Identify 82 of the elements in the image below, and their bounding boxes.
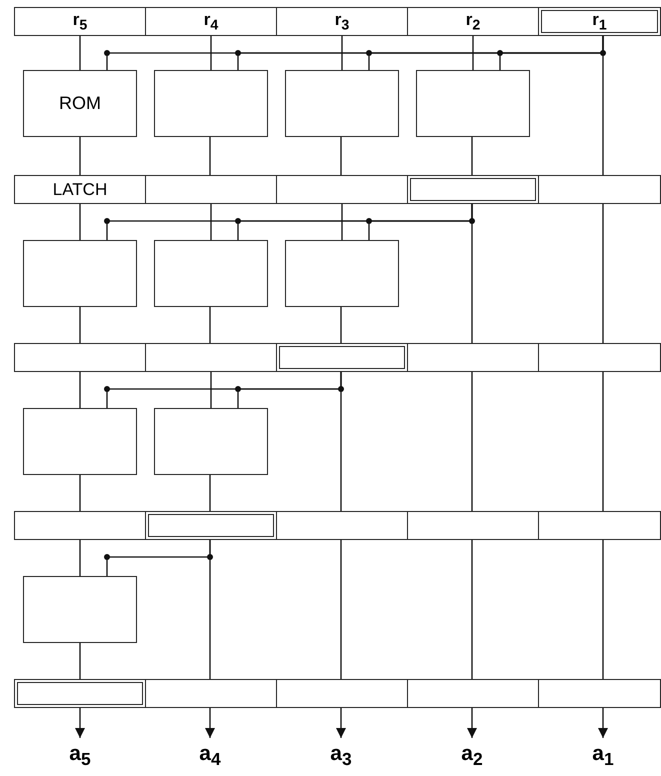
signal-line bbox=[79, 643, 81, 679]
signal-line bbox=[210, 204, 212, 240]
signal-line bbox=[79, 372, 81, 408]
latch-cell bbox=[407, 7, 539, 36]
latch-cell bbox=[276, 679, 408, 708]
signal-line bbox=[79, 36, 81, 70]
register-label: r$_{2}$ bbox=[466, 10, 480, 34]
latch-cell bbox=[538, 343, 661, 372]
signal-line bbox=[341, 36, 343, 70]
arrow bbox=[75, 708, 85, 738]
signal-line bbox=[79, 137, 81, 175]
rom-label: ROM bbox=[59, 93, 101, 114]
signal-line bbox=[79, 307, 81, 343]
latch-cell bbox=[276, 175, 408, 204]
latch-cell bbox=[14, 175, 146, 204]
signal-line bbox=[471, 540, 473, 679]
signal-line bbox=[210, 36, 212, 70]
rom-box bbox=[154, 408, 268, 475]
bus-line bbox=[237, 372, 342, 408]
latch-cell bbox=[14, 343, 146, 372]
latch-cell bbox=[145, 679, 277, 708]
signal-line bbox=[210, 372, 212, 408]
signal-line bbox=[472, 36, 474, 70]
output-label: a$_{5}$ bbox=[69, 742, 91, 770]
latch-cell bbox=[276, 343, 408, 372]
latch-cell bbox=[145, 343, 277, 372]
register-label: r$_{3}$ bbox=[334, 10, 350, 34]
register-label: r$_{5}$ bbox=[72, 10, 88, 34]
latch-cell bbox=[407, 511, 539, 540]
output-label: a$_{3}$ bbox=[330, 742, 352, 770]
latch-cell bbox=[538, 511, 661, 540]
rom-box bbox=[154, 240, 268, 307]
latch-cell bbox=[14, 511, 146, 540]
latch-cell bbox=[407, 679, 539, 708]
latch-cell bbox=[14, 7, 146, 36]
signal-line bbox=[341, 204, 343, 240]
rom-box bbox=[23, 70, 137, 137]
latch-cell bbox=[407, 175, 539, 204]
signal-line bbox=[471, 137, 473, 175]
bus-line bbox=[368, 204, 473, 240]
latch-label: LATCH bbox=[52, 180, 108, 200]
signal-line bbox=[209, 137, 211, 175]
rom-box bbox=[154, 70, 268, 137]
signal-line bbox=[602, 372, 604, 511]
arrow bbox=[598, 708, 608, 738]
latch-cell bbox=[276, 7, 408, 36]
latch-cell bbox=[145, 511, 277, 540]
output-label: a$_{1}$ bbox=[592, 742, 614, 770]
signal-line bbox=[79, 475, 81, 511]
signal-line bbox=[209, 307, 211, 343]
bus-line bbox=[499, 36, 604, 70]
rom-box bbox=[416, 70, 530, 137]
output-label: a$_{4}$ bbox=[199, 742, 221, 770]
rom-box bbox=[23, 240, 137, 307]
latch-cell bbox=[538, 679, 661, 708]
latch-cell bbox=[538, 175, 661, 204]
output-label: a$_{2}$ bbox=[461, 742, 483, 770]
bus-line bbox=[106, 540, 211, 576]
arrow bbox=[336, 708, 346, 738]
rom-box bbox=[23, 408, 137, 475]
rom-box bbox=[285, 240, 399, 307]
arrow bbox=[205, 708, 215, 738]
signal-line bbox=[602, 204, 604, 343]
latch-cell bbox=[538, 7, 661, 36]
signal-line bbox=[340, 307, 342, 343]
latch-cell bbox=[276, 511, 408, 540]
signal-line bbox=[471, 372, 473, 511]
signal-line bbox=[79, 204, 81, 240]
rom-box bbox=[23, 576, 137, 643]
latch-cell bbox=[407, 343, 539, 372]
register-label: r$_{4}$ bbox=[204, 10, 218, 34]
register-label: r$_{1}$ bbox=[592, 10, 607, 34]
signal-line bbox=[340, 137, 342, 175]
arrow bbox=[467, 708, 477, 738]
signal-line bbox=[209, 475, 211, 511]
latch-cell bbox=[145, 7, 277, 36]
rom-box bbox=[285, 70, 399, 137]
latch-cell bbox=[145, 175, 277, 204]
signal-line bbox=[79, 540, 81, 576]
signal-line bbox=[340, 540, 342, 679]
signal-line bbox=[602, 540, 604, 679]
latch-cell bbox=[14, 679, 146, 708]
